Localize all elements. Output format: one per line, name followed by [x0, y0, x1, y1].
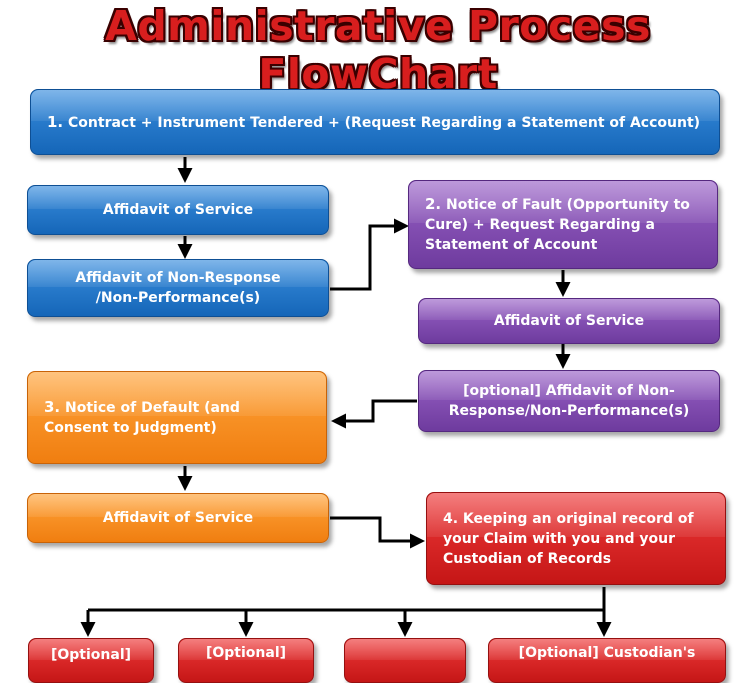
arrow-nonresponse1-to-step2	[330, 218, 409, 291]
step2-line1: Notice of Fault (Opportunity to	[441, 197, 690, 213]
flow-connectors	[80, 157, 612, 637]
step3-line2: Consent to Judgment)	[44, 420, 217, 436]
affidavit-service-2-box: Affidavit of Service	[418, 298, 720, 344]
optional-box-a-text: [Optional]	[50, 647, 132, 663]
step2-line3: Statement of Account	[425, 237, 598, 253]
step1-box: 1. Contract + Instrument Tendered + (Req…	[30, 89, 720, 155]
optional-box-c	[344, 638, 466, 683]
arrow-nonresponse2-to-step3	[331, 399, 417, 429]
step4-line2: your Claim with you and your	[443, 530, 676, 547]
optional-box-d-text: [Optional] Custodian's	[518, 645, 696, 661]
optional-box-d: [Optional] Custodian's	[488, 638, 726, 683]
step2-line2: Cure) + Request Regarding a	[425, 217, 655, 233]
affidavit-nonresponse-1-box: Affidavit of Non-Response /Non-Performan…	[27, 259, 329, 317]
optional-box-b-text: [Optional]	[205, 645, 287, 661]
affidavit-service-2-text: Affidavit of Service	[493, 313, 645, 329]
step1-text: Contract + Instrument Tendered + (Reques…	[63, 114, 701, 131]
affidavit-service-3-text: Affidavit of Service	[102, 510, 254, 526]
step4-line1: 4. Keeping an original record of	[443, 510, 694, 527]
optional-box-a: [Optional]	[28, 638, 154, 683]
step3-box: 3. Notice of Default (and Consent to Jud…	[27, 371, 327, 464]
step2-number: 2.	[425, 195, 442, 213]
affidavit-service-1-box: Affidavit of Service	[27, 185, 329, 235]
step3-number: 3.	[44, 398, 61, 416]
affidavit-service-3-box: Affidavit of Service	[27, 493, 329, 543]
step2-box: 2. Notice of Fault (Opportunity to Cure)…	[408, 180, 718, 269]
step4-box: 4. Keeping an original record of your Cl…	[426, 492, 726, 585]
affidavit-nonresponse-1-line1: Affidavit of Non-Response	[75, 270, 281, 286]
affidavit-nonresponse-2-line1: [optional] Affidavit of Non-	[463, 383, 675, 399]
affidavit-nonresponse-2-line2: Response/Non-Performance(s)	[448, 403, 690, 419]
optional-box-b: [Optional]	[178, 638, 314, 683]
affidavit-nonresponse-2-box: [optional] Affidavit of Non- Response/No…	[418, 370, 720, 432]
step1-number: 1.	[47, 112, 64, 131]
step4-line3: Custodian of Records	[443, 550, 612, 567]
affidavit-service-1-text: Affidavit of Service	[102, 202, 254, 218]
page-title: Administrative Process FlowChart	[105, 2, 651, 98]
step3-line1: Notice of Default (and	[60, 400, 240, 416]
affidavit-nonresponse-1-line2: /Non-Performance(s)	[95, 290, 261, 306]
arrow-service3-to-step4	[330, 516, 425, 549]
